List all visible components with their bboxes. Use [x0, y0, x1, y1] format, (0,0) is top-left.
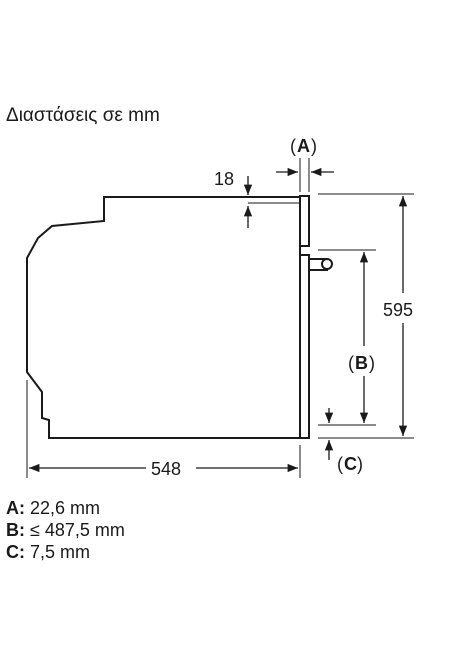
- legend-row-a: A: 22,6 mm: [6, 498, 101, 518]
- oven-door-front: [299, 254, 310, 439]
- a-paren-close: ): [311, 136, 317, 156]
- legend-row-b: B: ≤ 487,5 mm: [6, 520, 125, 540]
- diagram-title: Διαστάσεις σε mm: [6, 105, 160, 126]
- c-label: C: [344, 454, 357, 474]
- dimension-legend: A: 22,6 mm B: ≤ 487,5 mm C: 7,5 mm: [6, 497, 125, 563]
- oven-body-outline: [26, 196, 301, 439]
- c-paren-close: ): [357, 454, 363, 474]
- b-paren-open: (: [348, 353, 354, 373]
- a-label: A: [297, 136, 310, 156]
- control-panel-front: [299, 195, 310, 247]
- b-label: B: [355, 353, 368, 373]
- gap-value-label: 18: [214, 169, 234, 189]
- door-handle-knob: [321, 258, 333, 270]
- b-paren-close: ): [369, 353, 375, 373]
- legend-row-c: C: 7,5 mm: [6, 542, 91, 562]
- a-paren-open: (: [290, 136, 296, 156]
- c-paren-open: (: [337, 454, 343, 474]
- depth-value-label: 548: [151, 459, 181, 479]
- height-value-label: 595: [383, 300, 413, 320]
